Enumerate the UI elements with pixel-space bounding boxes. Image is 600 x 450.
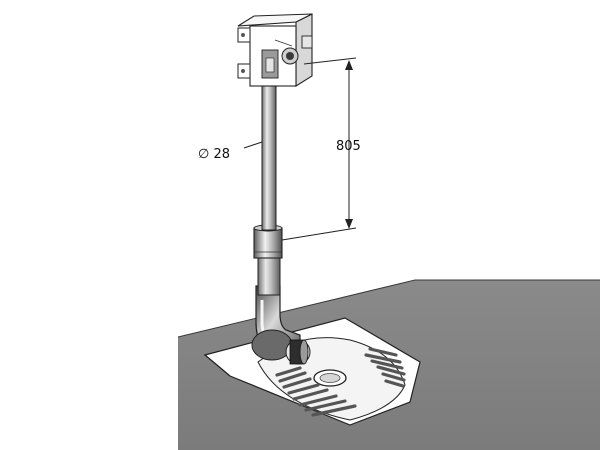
foot-grip-ribs-front <box>275 366 357 417</box>
height-dimension: 805 <box>281 57 361 241</box>
arrow-up-icon <box>345 60 353 70</box>
height-dimension-label: 805 <box>336 139 361 154</box>
foot-grip-ribs-rear <box>364 347 406 388</box>
arrow-down-icon <box>345 219 353 229</box>
pipe-diameter-label: ∅ 28 <box>198 147 230 162</box>
concealed-flush-box <box>237 13 313 87</box>
pan-inlet-connector <box>251 329 311 365</box>
flush-pipe <box>261 84 277 231</box>
lower-pipe <box>257 254 281 296</box>
diameter-callout: ∅ 28 <box>198 141 263 162</box>
connection-sleeve <box>253 224 283 259</box>
